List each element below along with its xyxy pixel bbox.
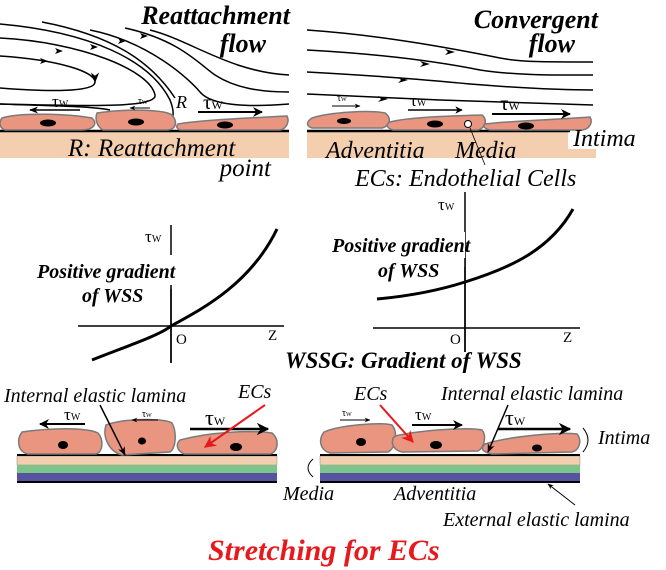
flow-direction-arrows — [378, 49, 455, 102]
label-intima: Intima — [572, 126, 636, 152]
origin-label: O — [450, 332, 461, 348]
tissue-layer — [307, 131, 596, 158]
wss-curve — [91, 228, 279, 362]
cell-nuclei — [337, 118, 534, 130]
eel-pointer — [547, 483, 576, 506]
endothelial-cell — [483, 116, 592, 131]
footer-title: Stretching for ECs — [208, 534, 440, 567]
endothelial-cells — [0, 109, 289, 131]
panel-title-line2: flow — [220, 29, 267, 58]
ecs-pointer — [379, 404, 414, 443]
graph-reattachment-wss: τW Z O Positive gradient of WSS — [36, 225, 284, 363]
label-adventitia: Adventitia — [392, 483, 476, 505]
tau-w-label: τW — [415, 405, 432, 424]
label-internal-elastic-lamina: Internal elastic lamina — [3, 385, 186, 407]
panel-title: Convergent — [474, 5, 599, 34]
y-axis-label: τW — [438, 195, 455, 214]
tau-w-label-small: τW — [142, 409, 152, 420]
tau-w-label-small: τW — [337, 93, 347, 104]
y-axis-label: τW — [145, 227, 162, 246]
endothelial-cells — [17, 418, 278, 456]
endothelial-cell — [176, 430, 278, 455]
positive-gradient-label-line2: of WSS — [378, 260, 439, 282]
streamlines — [306, 29, 594, 106]
panel-title: Reattachment — [140, 1, 291, 30]
endothelial-cell — [175, 115, 289, 131]
intima-layer — [16, 455, 278, 466]
tau-w-label: τW — [64, 405, 81, 424]
tau-w-label: τW — [52, 92, 69, 111]
label-adventitia: Adventitia — [324, 138, 425, 164]
label-ecs: ECs — [237, 381, 272, 403]
tau-w-label-large: τW — [205, 405, 226, 430]
label-media: Media — [282, 483, 334, 505]
intima-bracket — [582, 427, 589, 453]
endothelial-cell — [481, 432, 581, 455]
panel-title-line2: flow — [529, 29, 576, 58]
tau-w-label-large: τW — [500, 91, 520, 115]
tau-w-label-small: τW — [342, 408, 352, 419]
label-external-elastic-lamina: External elastic lamina — [442, 509, 630, 531]
x-axis-label: Z — [268, 328, 277, 344]
junction-pointer-line — [469, 127, 486, 166]
media-layer — [17, 465, 277, 473]
cell-nuclei — [40, 118, 233, 129]
label-ecs: ECs — [353, 383, 388, 405]
adventitia-layer — [320, 473, 580, 481]
positive-gradient-label: Positive gradient — [36, 261, 177, 283]
x-axis-label: Z — [563, 330, 572, 346]
media-layer — [320, 465, 580, 473]
panel-convergent-flow: τW τW τW Convergent flow Intima Adventit… — [306, 5, 666, 192]
flow-direction-arrows — [40, 33, 148, 64]
intima-layer — [319, 455, 581, 466]
reattachment-point-marker: R — [175, 92, 187, 112]
wssg-definition: WSSG: Gradient of WSS — [285, 348, 522, 373]
positive-gradient-label: Positive gradient — [331, 235, 472, 257]
reattachment-caption: R: Reattachment — [67, 135, 236, 162]
endothelial-cells — [319, 423, 581, 455]
tau-w-label-large: τW — [203, 90, 223, 114]
iel-pointer — [99, 404, 126, 456]
panel-stretching-reattachment: τW τW τW Internal elastic lamina ECs — [3, 381, 278, 483]
panel-stretching-convergent: τW τW τW ECs Internal elastic lamina Int… — [282, 383, 650, 531]
endothelial-cell — [17, 428, 103, 455]
graph-convergent-wss: τW Z O Positive gradient of WSS — [331, 192, 580, 352]
cell-junction-marker — [464, 120, 472, 128]
wss-curve — [376, 208, 575, 301]
tau-w-label-large: τW — [505, 405, 526, 430]
cell-nuclei — [58, 437, 242, 451]
cell-nuclei — [356, 438, 542, 452]
origin-label: O — [176, 332, 187, 348]
label-internal-elastic-lamina: Internal elastic lamina — [440, 383, 623, 405]
streamlines — [0, 21, 290, 123]
panel-reattachment-flow: τW τW τW R Reattachment flow R: Reattach… — [0, 1, 291, 182]
endothelial-cell — [391, 428, 486, 453]
adventitia-layer — [17, 473, 277, 481]
endothelial-cell — [319, 423, 397, 454]
tissue-layer — [0, 131, 289, 158]
media-bracket — [307, 458, 314, 478]
tau-w-label: τW — [410, 91, 427, 110]
tau-w-label-small: τW — [138, 96, 148, 107]
ecs-pointer — [204, 404, 266, 448]
positive-gradient-label-line2: of WSS — [82, 285, 143, 307]
reattachment-caption-line2: point — [218, 155, 272, 182]
endothelial-cells-caption: ECs: Endothelial Cells — [354, 166, 576, 192]
label-media: Media — [454, 138, 516, 164]
iel-pointer — [487, 404, 509, 453]
label-intima: Intima — [597, 427, 650, 449]
